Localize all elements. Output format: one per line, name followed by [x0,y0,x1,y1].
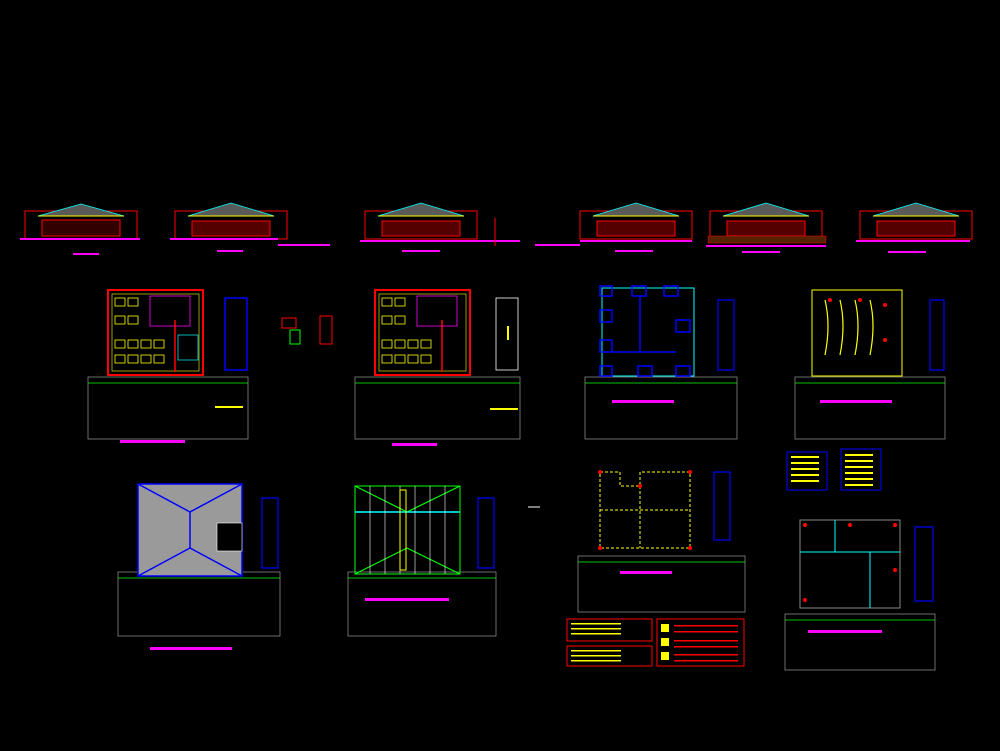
elevation-4 [535,202,693,252]
structural-plan [584,285,738,440]
roof-plan [117,483,281,650]
roof-framing-plan [347,485,497,637]
schedule-table-1 [566,618,653,667]
elevation-2 [170,202,330,252]
floor-plan-furnished [87,289,249,443]
detail-sketches [281,315,333,345]
electrical-plan [784,519,936,671]
floor-plan-furnished-copy [354,289,521,446]
elevation-6 [856,202,973,253]
schedule-table-2 [656,618,745,667]
legend-box [786,448,882,491]
elevation-1 [20,203,140,255]
foundation-plan [577,470,746,613]
ceiling-plan [794,289,946,440]
elevation-5 [706,202,827,253]
elevation-3 [360,202,520,252]
